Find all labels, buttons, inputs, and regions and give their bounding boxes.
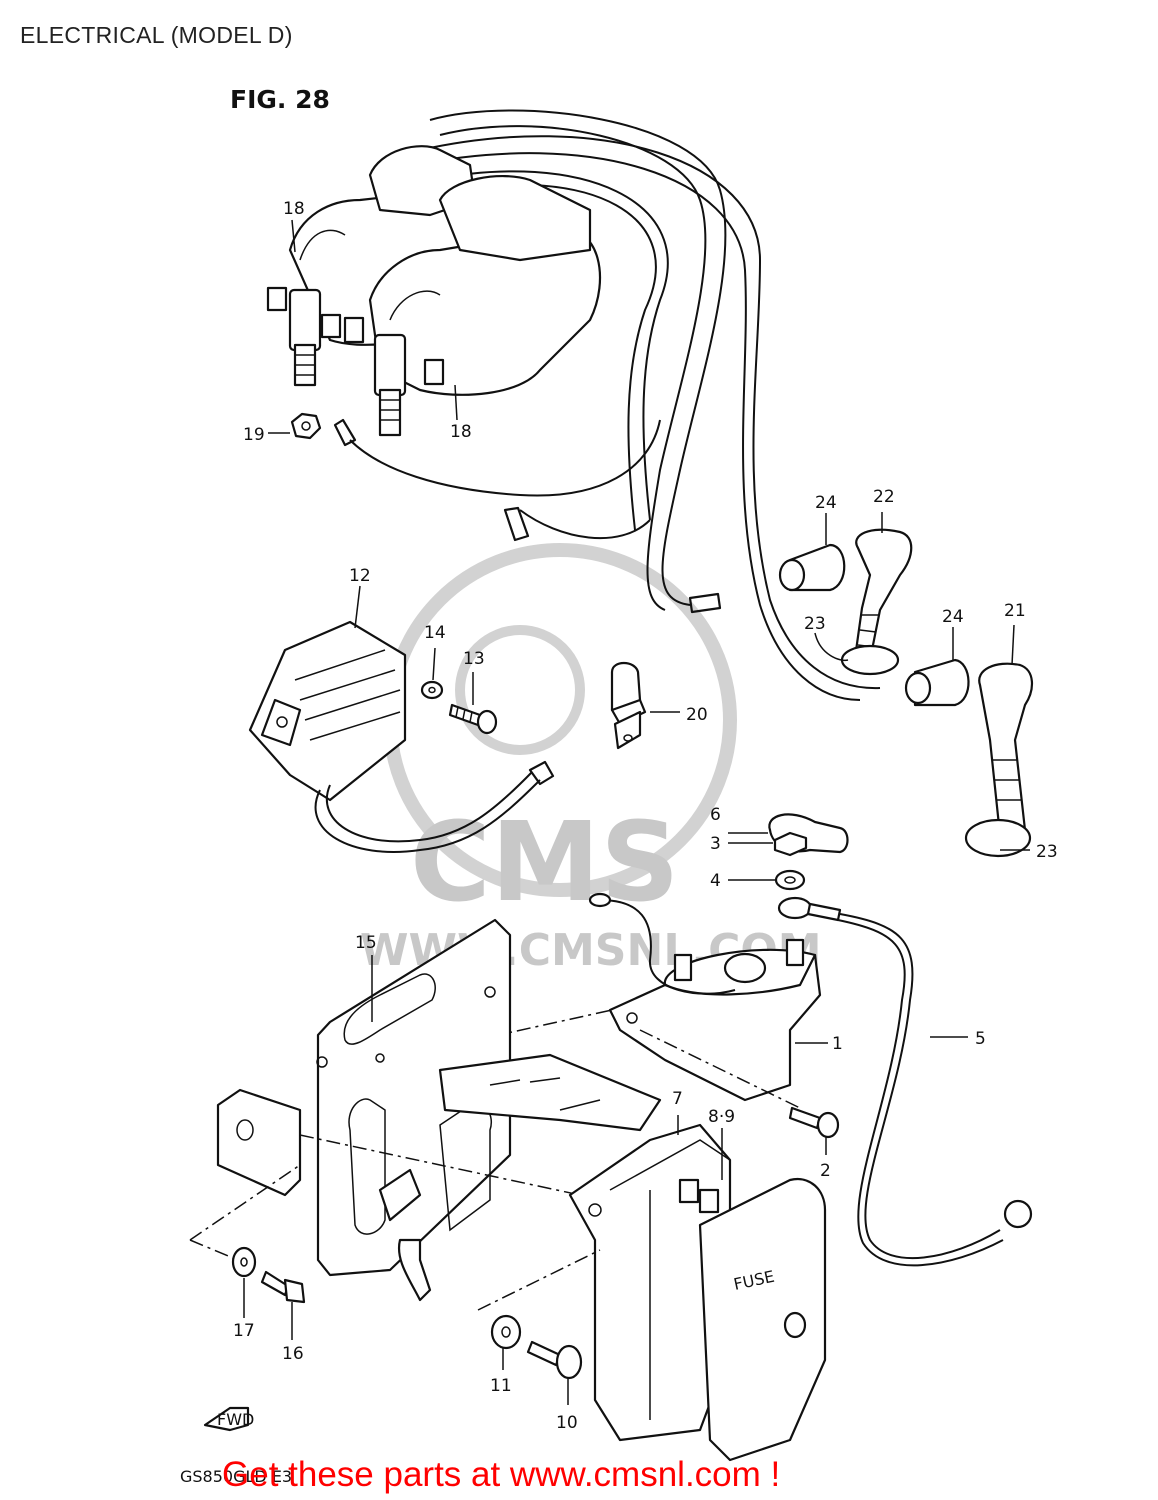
fwd-arrow: FWD bbox=[203, 1406, 254, 1432]
figure-label: FIG. 28 bbox=[230, 85, 330, 114]
page-title: ELECTRICAL (MODEL D) bbox=[20, 22, 293, 48]
callouts: 18 18 19 12 14 13 20 24 22 23 24 21 23 6… bbox=[233, 199, 1058, 1433]
callout-17: 17 bbox=[233, 1321, 255, 1341]
model-code: GS850GLD E3 bbox=[180, 1467, 292, 1486]
ignition-coil-rear bbox=[266, 145, 482, 387]
callout-12: 12 bbox=[349, 566, 371, 586]
fwd-label: FWD bbox=[217, 1410, 254, 1429]
callout-6: 6 bbox=[710, 805, 721, 825]
battery-lead-5 bbox=[777, 896, 1033, 1267]
callout-14: 14 bbox=[424, 623, 446, 643]
callout-23-b: 23 bbox=[1036, 842, 1058, 862]
screw-2 bbox=[788, 1106, 840, 1155]
side-mount bbox=[189, 1088, 581, 1266]
callout-11: 11 bbox=[490, 1376, 512, 1396]
callout-20: 20 bbox=[686, 705, 708, 725]
leader-lines bbox=[291, 219, 1030, 851]
washer-11 bbox=[477, 1249, 601, 1370]
washer-17 bbox=[231, 1246, 257, 1318]
watermark-brand: CMS bbox=[410, 798, 679, 926]
regulator-rectifier-12 bbox=[248, 620, 555, 853]
callout-18-bottom: 18 bbox=[450, 422, 472, 442]
callout-10: 10 bbox=[556, 1413, 578, 1433]
callout-2: 2 bbox=[820, 1161, 831, 1181]
bolt-16 bbox=[260, 1270, 306, 1340]
seal-23 bbox=[814, 632, 900, 676]
callout-7: 7 bbox=[672, 1089, 683, 1109]
callout-4: 4 bbox=[710, 871, 721, 891]
ignition-coil-front bbox=[343, 174, 602, 437]
fuse-cover: FUSE bbox=[698, 1177, 827, 1462]
seal-24-b bbox=[904, 627, 970, 707]
seal-24-a bbox=[778, 513, 846, 592]
callout-19: 19 bbox=[243, 425, 265, 445]
callout-5: 5 bbox=[975, 1029, 986, 1049]
callout-21: 21 bbox=[1004, 601, 1026, 621]
callout-24-b: 24 bbox=[942, 607, 964, 627]
callout-1: 1 bbox=[832, 1034, 843, 1054]
spark-plug-wires bbox=[333, 109, 881, 701]
washer-14 bbox=[420, 647, 444, 700]
plug-cap-21 bbox=[964, 624, 1033, 858]
washer-4 bbox=[728, 869, 806, 891]
plug-cap-22 bbox=[853, 512, 913, 662]
callout-16: 16 bbox=[282, 1344, 304, 1364]
callout-3: 3 bbox=[710, 834, 721, 854]
callout-8-9: 8·9 bbox=[708, 1107, 735, 1127]
callout-18-top: 18 bbox=[283, 199, 305, 219]
callout-24-a: 24 bbox=[815, 493, 837, 513]
nut-19 bbox=[268, 412, 322, 440]
callout-23-a: 23 bbox=[804, 614, 826, 634]
screw-13 bbox=[448, 672, 498, 735]
nut-3 bbox=[728, 831, 808, 857]
promo-banner[interactable]: Get these parts at www.cmsnl.com ! bbox=[222, 1455, 781, 1494]
screw-10 bbox=[526, 1340, 583, 1405]
callout-15: 15 bbox=[355, 933, 377, 953]
callout-22: 22 bbox=[873, 487, 895, 507]
clamp-20 bbox=[610, 661, 680, 750]
watermark: CMS WWW.CMSNL.COM bbox=[360, 543, 822, 976]
mounting-bracket-15 bbox=[316, 918, 662, 1302]
callout-13: 13 bbox=[463, 649, 485, 669]
